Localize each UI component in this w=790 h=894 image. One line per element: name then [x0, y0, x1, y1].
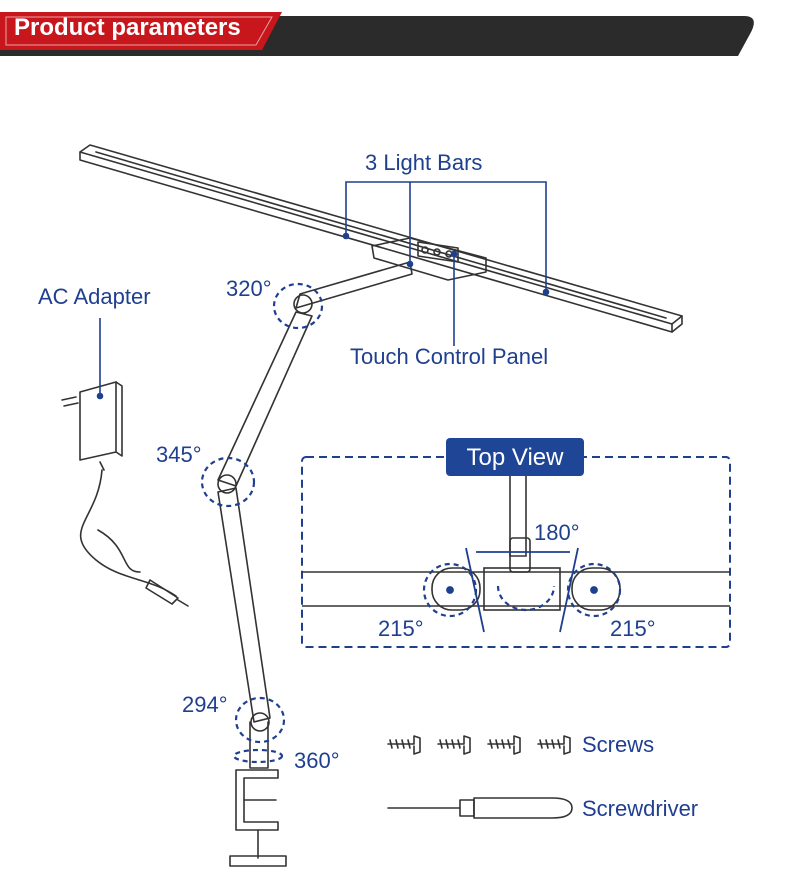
- lamp-diagram: 3 Light Bars Touch Control Panel AC Adap…: [38, 144, 731, 867]
- header-background: [0, 12, 754, 56]
- angle-top-view-left: 215°: [378, 616, 424, 641]
- screwdriver-label: Screwdriver: [582, 796, 698, 821]
- lamp-arm: [217, 261, 413, 769]
- screws-label: Screws: [582, 732, 654, 757]
- ac-adapter: [61, 381, 189, 607]
- light-bar: [79, 144, 683, 333]
- top-view-panel: [301, 438, 731, 648]
- light-bars-label: 3 Light Bars: [365, 150, 482, 175]
- desk-clamp: [229, 769, 287, 867]
- angle-base-rotation: 360°: [294, 748, 340, 773]
- header-bar: Product parameters: [0, 0, 790, 60]
- touch-panel-label: Touch Control Panel: [350, 344, 548, 369]
- screw-icons: [387, 735, 571, 755]
- angle-arm-middle: 345°: [156, 442, 202, 467]
- annotation-lines: [96, 181, 550, 764]
- page-title: Product parameters: [14, 14, 241, 41]
- ac-adapter-label: AC Adapter: [38, 284, 151, 309]
- angle-arm-bottom: 294°: [182, 692, 228, 717]
- screwdriver-icon: [387, 797, 573, 819]
- angle-top-view-right: 215°: [610, 616, 656, 641]
- top-view-label: Top View: [467, 444, 565, 471]
- angle-top-view-center: 180°: [534, 520, 580, 545]
- angle-arm-top: 320°: [226, 276, 272, 301]
